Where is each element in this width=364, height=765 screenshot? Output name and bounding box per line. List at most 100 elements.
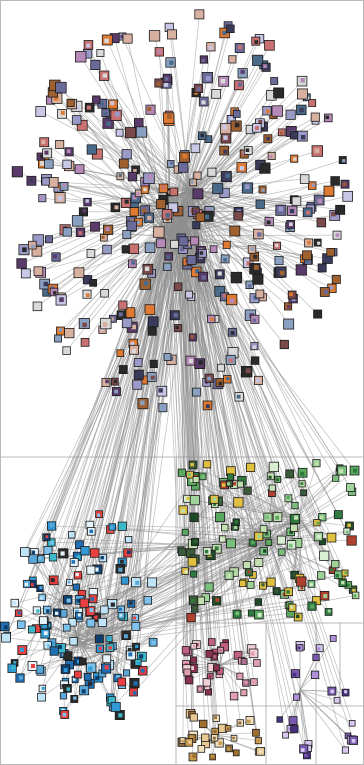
network-node <box>216 667 224 675</box>
network-node <box>35 106 46 117</box>
network-node-thumbnail <box>238 45 243 50</box>
network-node-thumbnail <box>336 698 339 702</box>
network-node-thumbnail <box>106 248 110 252</box>
network-node-thumbnail <box>261 188 265 192</box>
network-node-thumbnail <box>299 107 304 113</box>
network-node-thumbnail <box>289 530 293 534</box>
network-node-thumbnail <box>140 400 145 406</box>
network-node-thumbnail <box>76 598 81 603</box>
network-node-thumbnail <box>205 76 211 81</box>
network-node-thumbnail <box>143 187 147 192</box>
network-node-thumbnail <box>120 34 124 39</box>
network-node <box>233 210 243 221</box>
network-node-thumbnail <box>72 678 76 681</box>
network-node-thumbnail <box>257 232 262 237</box>
network-node <box>144 304 156 315</box>
network-node <box>72 583 80 591</box>
network-node <box>135 126 148 138</box>
network-node-thumbnail <box>239 166 244 171</box>
network-node-thumbnail <box>325 115 329 120</box>
network-node-thumbnail <box>30 583 34 587</box>
network-edge-cross <box>69 203 178 665</box>
network-node-thumbnail <box>108 646 112 650</box>
network-node-thumbnail <box>188 293 192 297</box>
network-edge <box>141 131 191 191</box>
network-node <box>123 669 131 677</box>
network-node <box>80 546 90 556</box>
network-node <box>118 300 128 310</box>
network-node <box>74 164 85 174</box>
network-node-thumbnail <box>220 366 224 370</box>
network-edge <box>299 689 305 749</box>
network-node-thumbnail <box>292 672 297 677</box>
network-node-thumbnail <box>263 549 267 553</box>
network-node-thumbnail <box>253 254 258 259</box>
network-node <box>62 623 71 632</box>
network-node-thumbnail <box>247 719 251 724</box>
network-node-thumbnail <box>352 589 356 593</box>
network-edge <box>214 734 261 752</box>
network-node-thumbnail <box>289 222 293 227</box>
network-node-thumbnail <box>87 522 92 526</box>
network-node-thumbnail <box>207 376 211 381</box>
network-node-thumbnail <box>305 260 309 264</box>
network-node-thumbnail <box>22 247 27 252</box>
network-node <box>313 309 323 319</box>
network-node-thumbnail <box>136 220 140 225</box>
network-node <box>204 582 214 592</box>
network-node-thumbnail <box>170 161 174 165</box>
network-node-thumbnail <box>194 539 198 543</box>
network-node-thumbnail <box>240 582 244 586</box>
network-node-thumbnail <box>50 541 54 545</box>
network-node-thumbnail <box>118 131 123 135</box>
network-node-thumbnail <box>94 567 99 572</box>
network-node <box>266 577 276 587</box>
network-node-thumbnail <box>88 681 93 686</box>
network-node <box>312 596 322 606</box>
network-node <box>32 301 43 312</box>
network-node <box>189 495 200 506</box>
network-node-thumbnail <box>335 574 339 578</box>
network-edge <box>299 519 325 557</box>
network-node <box>193 171 202 180</box>
network-node-thumbnail <box>100 556 104 560</box>
network-node-thumbnail <box>73 696 77 700</box>
network-node-thumbnail <box>323 594 328 598</box>
network-edge-cross <box>80 590 277 638</box>
network-node-thumbnail <box>288 543 293 548</box>
network-node-thumbnail <box>238 721 242 725</box>
network-node <box>116 349 125 357</box>
network-node-thumbnail <box>98 646 102 651</box>
network-node <box>73 267 85 279</box>
network-node-thumbnail <box>212 497 217 501</box>
network-node <box>125 536 133 544</box>
network-node-thumbnail <box>140 668 145 673</box>
network-node-thumbnail <box>234 750 238 754</box>
network-edge <box>181 472 301 521</box>
network-node-thumbnail <box>212 736 216 740</box>
network-node-thumbnail <box>191 516 196 520</box>
network-node <box>102 654 112 664</box>
network-node-thumbnail <box>66 598 71 603</box>
network-node-thumbnail <box>107 636 111 640</box>
network-edge-cross <box>196 200 322 576</box>
network-node-thumbnail <box>127 647 132 652</box>
network-edge-cross <box>184 219 346 693</box>
network-node <box>66 98 75 107</box>
network-node-thumbnail <box>118 173 122 177</box>
network-node-thumbnail <box>31 550 35 555</box>
network-node-thumbnail <box>289 209 295 214</box>
network-node <box>331 274 341 284</box>
network-node-thumbnail <box>186 496 190 500</box>
network-node-thumbnail <box>257 613 262 617</box>
network-node-thumbnail <box>12 601 16 605</box>
network-node <box>68 618 77 627</box>
network-node-thumbnail <box>261 583 265 587</box>
network-node-thumbnail <box>190 335 194 339</box>
network-node-thumbnail <box>218 741 223 746</box>
network-node <box>86 144 97 155</box>
network-node-thumbnail <box>208 675 212 678</box>
network-node-thumbnail <box>74 609 79 614</box>
network-edge-cross <box>84 595 325 634</box>
network-node-thumbnail <box>76 555 81 559</box>
